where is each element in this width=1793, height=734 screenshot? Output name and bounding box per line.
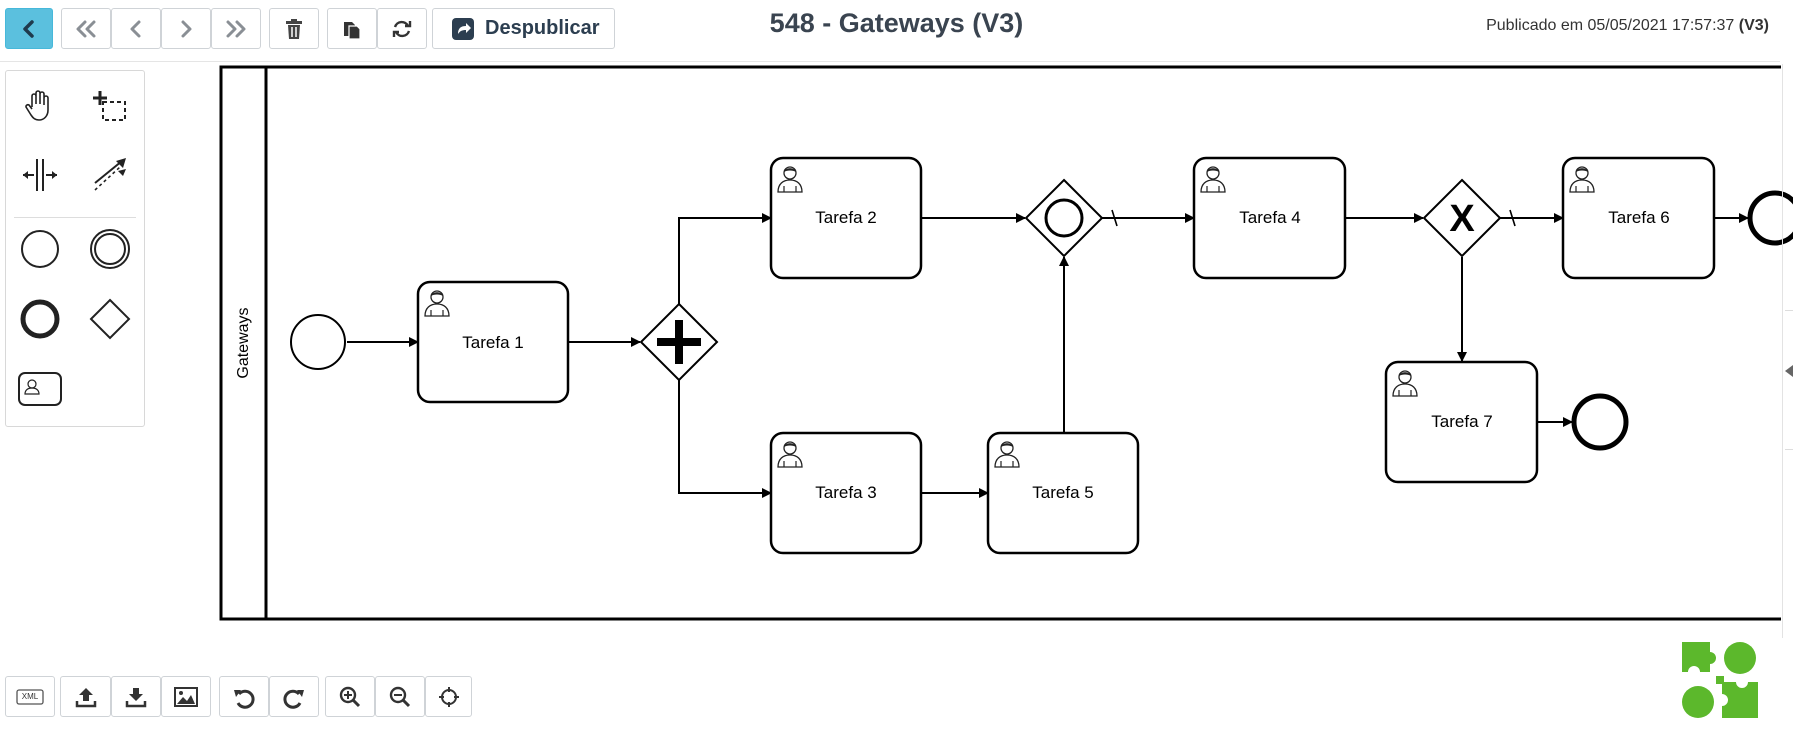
zoom-in-button[interactable] <box>325 676 375 717</box>
chevron-right-icon <box>181 20 192 37</box>
intermediate-event-icon <box>90 229 130 269</box>
undo-icon <box>234 689 255 709</box>
plus-icon <box>657 320 701 364</box>
unpublish-label: Despublicar <box>485 17 600 39</box>
circle-icon <box>1044 198 1084 238</box>
sequence-flows[interactable] <box>347 209 1749 498</box>
gateway-icon <box>89 298 131 340</box>
unpublish-button[interactable]: Despublicar <box>432 8 615 49</box>
palette-divider <box>14 217 136 218</box>
double-chevron-right-icon <box>226 20 246 37</box>
lane-label: Gateways <box>235 307 252 378</box>
trash-icon <box>286 18 302 39</box>
parallel-gateway[interactable] <box>639 302 719 382</box>
task-5-label: Tarefa 5 <box>1032 483 1093 502</box>
tool-palette <box>5 70 145 427</box>
refresh-button[interactable] <box>377 8 427 49</box>
start-event[interactable] <box>290 314 346 370</box>
task-1-label: Tarefa 1 <box>462 333 523 352</box>
export-image-button[interactable] <box>161 676 211 717</box>
header-divider <box>0 61 1780 62</box>
end-event-tool[interactable] <box>14 293 66 345</box>
undo-button[interactable] <box>219 676 269 717</box>
space-tool[interactable] <box>14 149 66 201</box>
upload-button[interactable] <box>60 676 111 717</box>
zoom-out-icon <box>389 686 411 707</box>
exclusive-gateway[interactable]: X <box>1422 178 1502 258</box>
share-icon <box>452 17 474 40</box>
right-divider <box>1782 64 1783 638</box>
chevron-left-icon <box>23 19 34 38</box>
hand-icon <box>25 90 49 121</box>
redo-button[interactable] <box>269 676 319 717</box>
task-7[interactable]: Tarefa 7 <box>1384 360 1539 484</box>
task-4-label: Tarefa 4 <box>1239 208 1300 227</box>
double-chevron-left-icon <box>76 20 96 37</box>
intermediate-event-tool[interactable] <box>84 223 136 275</box>
scroll-edge <box>1785 0 1793 734</box>
connection-icon <box>94 158 126 191</box>
lasso-tool[interactable] <box>84 79 136 131</box>
brand-logo <box>1682 642 1758 718</box>
task-7-label: Tarefa 7 <box>1431 412 1492 431</box>
task-3[interactable]: Tarefa 3 <box>769 431 923 555</box>
delete-button[interactable] <box>269 8 319 49</box>
gateway-tool[interactable] <box>84 293 136 345</box>
download-button[interactable] <box>111 676 161 717</box>
end-event-2[interactable] <box>1571 393 1629 451</box>
start-event-icon <box>21 230 59 268</box>
crosshair-icon <box>438 686 459 707</box>
inclusive-gateway[interactable] <box>1024 178 1104 258</box>
flow-parallel-t3 <box>678 380 772 498</box>
user-task-tool[interactable] <box>14 363 66 415</box>
task-5[interactable]: Tarefa 5 <box>986 431 1140 555</box>
previous-version-button[interactable] <box>111 8 161 49</box>
center-view-button[interactable] <box>425 676 472 717</box>
task-6-label: Tarefa 6 <box>1608 208 1669 227</box>
version-badge: (V3) <box>1738 17 1769 34</box>
user-task-icon <box>18 372 62 406</box>
end-event-icon <box>20 299 60 339</box>
copy-button[interactable] <box>327 8 377 49</box>
upload-icon <box>75 687 96 707</box>
image-icon <box>174 686 198 707</box>
task-6[interactable]: Tarefa 6 <box>1561 156 1716 280</box>
refresh-icon <box>392 20 412 37</box>
publish-info: Publicado em 05/05/2021 17:57:37 (V3) <box>1486 17 1769 35</box>
zoom-out-button[interactable] <box>375 676 425 717</box>
publish-date: Publicado em 05/05/2021 17:57:37 <box>1486 17 1735 34</box>
last-version-button[interactable] <box>211 8 261 49</box>
task-3-label: Tarefa 3 <box>815 483 876 502</box>
chevron-left-icon <box>130 20 141 37</box>
task-1[interactable]: Tarefa 1 <box>416 280 570 404</box>
task-2[interactable]: Tarefa 2 <box>769 156 923 280</box>
copy-icon <box>344 21 361 40</box>
connection-tool[interactable] <box>84 149 136 201</box>
xml-label: XML <box>21 692 39 701</box>
task-4[interactable]: Tarefa 4 <box>1192 156 1347 280</box>
next-version-button[interactable] <box>161 8 211 49</box>
side-panel-tab[interactable] <box>1785 310 1793 450</box>
flow-parallel-t2 <box>678 213 772 304</box>
first-version-button[interactable] <box>61 8 111 49</box>
x-marker-icon: X <box>1449 198 1475 240</box>
zoom-in-icon <box>339 686 361 707</box>
back-button[interactable] <box>5 8 53 49</box>
download-icon <box>125 687 147 707</box>
task-2-label: Tarefa 2 <box>815 208 876 227</box>
collapse-arrow-icon[interactable] <box>1785 365 1793 377</box>
xml-icon <box>16 688 44 705</box>
lasso-icon <box>93 91 126 121</box>
redo-icon <box>283 689 304 709</box>
start-event-tool[interactable] <box>14 223 66 275</box>
xml-button[interactable]: XML <box>5 676 55 717</box>
hand-tool[interactable] <box>14 79 66 131</box>
space-icon <box>23 159 57 191</box>
pool[interactable] <box>219 65 1781 621</box>
